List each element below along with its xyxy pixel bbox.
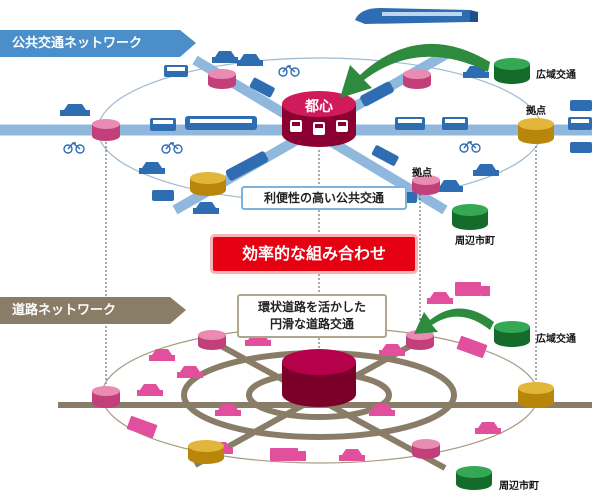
- bus-icon: [164, 65, 188, 77]
- node-pink-right-top: [403, 69, 431, 89]
- node-green-surrounding-top: [452, 204, 488, 230]
- label-base-center: 拠点: [412, 168, 432, 179]
- vertical-connectors: [105, 130, 537, 395]
- car-icon: [379, 344, 405, 356]
- car-icon: [473, 164, 499, 176]
- label-base-right: 拠点: [526, 106, 546, 117]
- road-node-pink-left: [92, 386, 120, 408]
- bus-icon: [568, 117, 592, 130]
- bicycle-icon: [63, 142, 85, 154]
- truck-icon: [270, 448, 306, 461]
- car-icon: [475, 422, 501, 434]
- car-icon: [177, 366, 203, 378]
- arrow-regional-top: [340, 43, 490, 98]
- tram-icon: [185, 116, 257, 130]
- node-pink-left: [92, 119, 120, 141]
- car-icon: [427, 292, 453, 304]
- label-surrounding-bottom: 周辺市町: [499, 481, 539, 492]
- road-node-pink-nw: [198, 330, 226, 350]
- car-icon: [139, 162, 165, 174]
- tram-icon: [225, 151, 269, 181]
- truck-icon: [126, 415, 158, 439]
- road-hub: [282, 349, 356, 407]
- road-nodes: [92, 321, 554, 490]
- car-icon: [369, 404, 395, 416]
- road-node-gold-right: [518, 382, 554, 408]
- node-gold-left: [190, 172, 226, 196]
- bicycles: [63, 65, 481, 154]
- bus-icon: [152, 190, 174, 201]
- node-pink-base-center: [412, 175, 440, 195]
- bus-icon: [249, 77, 275, 98]
- transit-vehicles: [60, 51, 592, 214]
- car-icon: [437, 180, 463, 192]
- bus-icon: [371, 145, 399, 166]
- bicycle-icon: [278, 65, 300, 77]
- car-icon: [60, 104, 90, 116]
- taxi-icon: [212, 51, 238, 63]
- efficiency-banner: 効率的な組み合わせ: [213, 237, 415, 271]
- arrow-regional-bottom: [414, 308, 494, 334]
- bicycle-icon: [459, 141, 481, 153]
- car-icon: [149, 349, 175, 361]
- road-network-banner: 道路ネットワーク: [0, 297, 186, 324]
- truck-icon: [455, 282, 490, 296]
- road-node-gold-left: [188, 440, 224, 464]
- label-regional-bottom: 広域交通: [536, 334, 576, 345]
- bus-icon: [570, 100, 592, 111]
- car-icon: [339, 449, 365, 461]
- bicycle-icon: [161, 142, 183, 154]
- road-node-green-surrounding: [456, 466, 492, 490]
- road-callout-line1: 環状道路を活かした: [257, 300, 366, 314]
- road-node-pink-se: [412, 439, 440, 459]
- transit-callout: 利便性の高い公共交通: [241, 186, 407, 210]
- bullet-train-icon: [355, 8, 478, 24]
- tram-icon: [360, 81, 394, 107]
- truck-icon: [456, 335, 488, 359]
- car-icon: [215, 404, 241, 416]
- hub-label: 都心: [305, 99, 333, 115]
- bus-icon: [395, 117, 425, 130]
- road-callout: 環状道路を活かした 円滑な道路交通: [237, 294, 387, 338]
- hub-city-center: [282, 91, 356, 147]
- taxi-icon: [237, 54, 263, 66]
- car-icon: [193, 202, 219, 214]
- node-green-regional-top: [494, 58, 530, 84]
- road-callout-line2: 円滑な道路交通: [269, 317, 354, 331]
- node-pink-top: [208, 69, 236, 89]
- label-surrounding-top: 周辺市町: [455, 236, 495, 247]
- transit-network-banner: 公共交通ネットワーク: [0, 30, 196, 57]
- label-regional-top: 広域交通: [536, 70, 576, 81]
- bus-icon: [570, 142, 592, 153]
- car-icon: [137, 384, 163, 396]
- node-gold-right: [518, 118, 554, 144]
- road-node-green-regional: [494, 321, 530, 347]
- bus-icon: [442, 117, 468, 130]
- transit-nodes: [92, 58, 554, 230]
- bus-icon: [150, 118, 176, 131]
